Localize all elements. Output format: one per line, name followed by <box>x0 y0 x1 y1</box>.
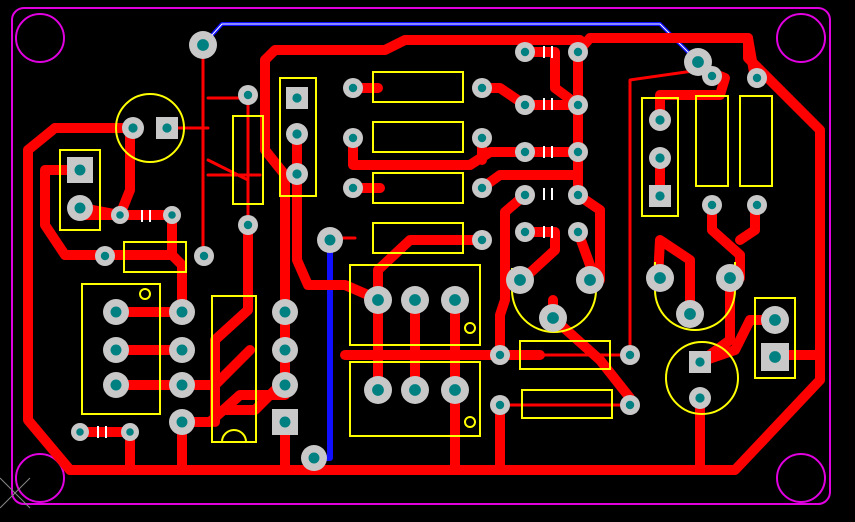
pad-drill-30 <box>348 83 358 93</box>
pad-drill-20 <box>176 416 188 428</box>
pad-drill-72 <box>769 314 781 326</box>
pad-drill-48 <box>409 294 421 306</box>
pad-drill-8 <box>74 164 86 176</box>
pad-drill-27 <box>279 344 291 356</box>
pad-drill-19 <box>176 379 188 391</box>
pad-drill-53 <box>514 274 526 286</box>
pad-drill-49 <box>449 294 461 306</box>
pad-drill-39 <box>520 100 530 110</box>
pad-drill-63 <box>655 115 665 125</box>
pad-drill-40 <box>573 100 583 110</box>
pad-drill-54 <box>547 312 559 324</box>
pad-drill-52 <box>449 384 461 396</box>
silkscreen-layer <box>59 71 796 443</box>
pad-drill-62 <box>625 400 635 410</box>
pad-drill-59 <box>495 350 505 360</box>
pad-drill-23 <box>292 93 302 103</box>
pad-drill-3 <box>308 452 320 464</box>
pad-drill-25 <box>292 169 302 179</box>
pad-drill-56 <box>654 272 666 284</box>
pad-drill-70 <box>695 357 705 367</box>
pad-drill-6 <box>243 90 253 100</box>
pad-drill-32 <box>348 133 358 143</box>
pad-drill-66 <box>707 71 717 81</box>
pad-drill-64 <box>655 153 665 163</box>
pad-drill-55 <box>584 274 596 286</box>
pad-drill-36 <box>477 235 487 245</box>
pad-drill-69 <box>752 200 762 210</box>
pad-drill-22 <box>126 428 134 436</box>
pad-drill-21 <box>76 428 84 436</box>
pad-drill-10 <box>116 211 124 219</box>
pad-drill-57 <box>684 308 696 320</box>
pad-drill-11 <box>168 211 176 219</box>
pad-drill-50 <box>372 384 384 396</box>
pad-drill-17 <box>176 306 188 318</box>
pad-drill-71 <box>695 393 705 403</box>
origin-marker-icon <box>0 477 31 509</box>
pad-drill-44 <box>573 190 583 200</box>
pad-drill-37 <box>520 47 530 57</box>
pad-drill-26 <box>279 306 291 318</box>
pad-drill-73 <box>769 351 781 363</box>
pad-drill-12 <box>100 251 110 261</box>
pad-drill-38 <box>573 47 583 57</box>
pad-drill-1 <box>692 56 704 68</box>
pad-drill-46 <box>573 227 583 237</box>
pad-drill-0 <box>197 39 209 51</box>
pad-drill-31 <box>477 83 487 93</box>
pad-drill-2 <box>324 234 336 246</box>
pad-drill-34 <box>348 183 358 193</box>
capacitor-symbols <box>97 46 553 438</box>
pad-drill-42 <box>573 147 583 157</box>
pad-drill-61 <box>495 400 505 410</box>
board-outline <box>11 7 831 505</box>
pad-drill-13 <box>199 251 209 261</box>
pad-drill-15 <box>110 344 122 356</box>
pad-drill-18 <box>176 344 188 356</box>
pad-drill-51 <box>409 384 421 396</box>
pad-drill-68 <box>752 73 762 83</box>
pad-drill-5 <box>162 123 172 133</box>
pad-drill-41 <box>520 147 530 157</box>
pad-drill-47 <box>372 294 384 306</box>
pad-drill-16 <box>110 379 122 391</box>
pad-drill-9 <box>74 202 86 214</box>
pad-drill-28 <box>279 379 291 391</box>
pads-layer <box>67 31 789 471</box>
pad-drill-65 <box>655 191 665 201</box>
pad-drill-14 <box>110 306 122 318</box>
pad-drill-33 <box>477 133 487 143</box>
pad-drill-58 <box>724 272 736 284</box>
pad-drill-67 <box>707 200 717 210</box>
pad-drill-35 <box>477 183 487 193</box>
pad-drill-7 <box>243 220 253 230</box>
pad-drill-24 <box>292 129 302 139</box>
pad-drill-43 <box>520 190 530 200</box>
pad-drill-60 <box>625 350 635 360</box>
pad-drill-45 <box>520 227 530 237</box>
pad-drill-4 <box>128 123 138 133</box>
pad-drill-29 <box>279 416 291 428</box>
